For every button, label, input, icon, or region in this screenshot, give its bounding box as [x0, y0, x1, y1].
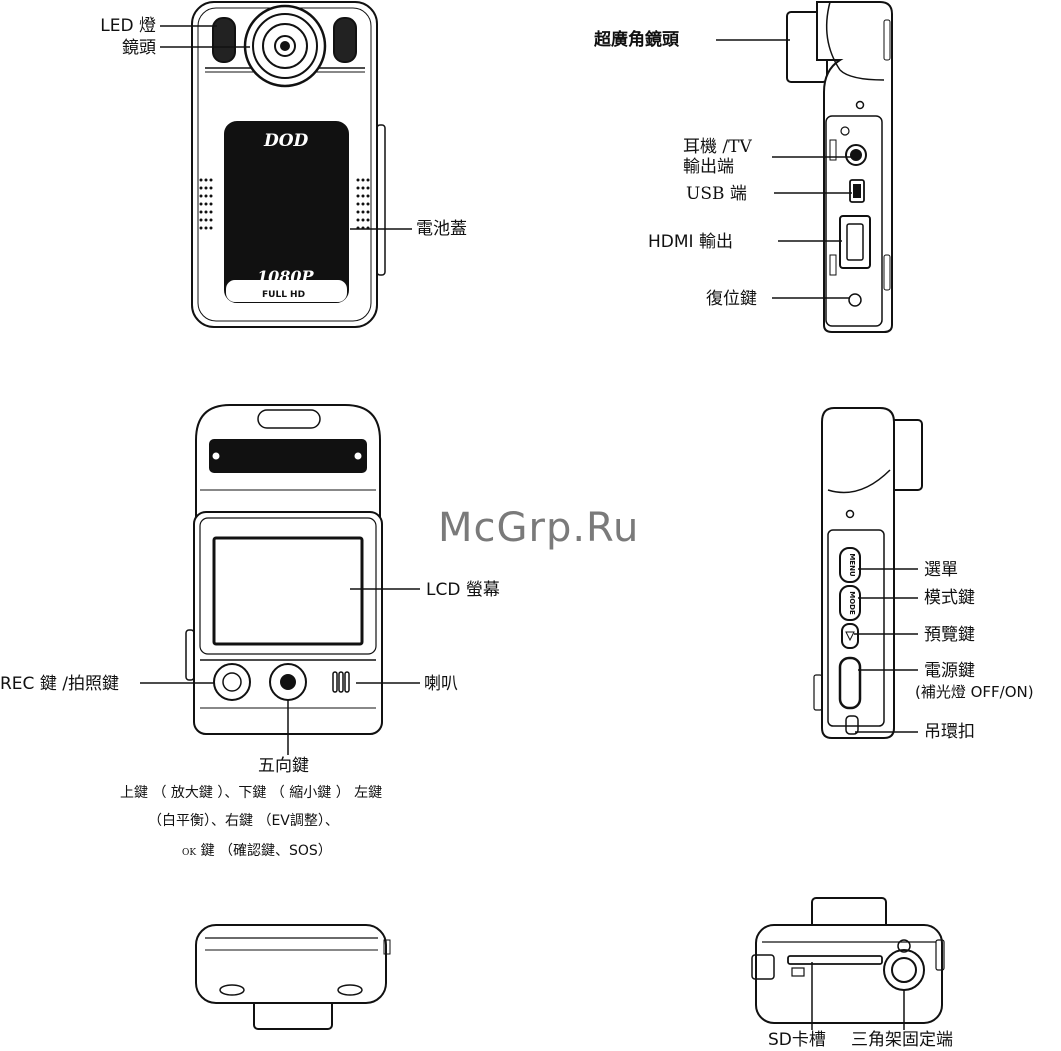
led-label: LED 燈: [100, 16, 156, 36]
wide-lens-label: 超廣角鏡頭: [594, 30, 679, 50]
ok-desc-text: 鍵 （確認鍵、SOS）: [201, 843, 332, 859]
lcd-label: LCD 螢幕: [426, 580, 500, 600]
led-right-icon: [334, 18, 356, 62]
mode-label: 模式鍵: [924, 588, 975, 608]
side-view-buttons: [814, 408, 922, 738]
lens-label: 鏡頭: [122, 38, 156, 58]
led-left-icon: [213, 18, 235, 62]
front-fullhd-text: FULL HD: [262, 290, 305, 300]
earphone-label-2: 輸出端: [683, 157, 734, 177]
power-sub-label: (補光燈 OFF/ON): [915, 682, 1034, 702]
power-label: 電源鍵: [924, 661, 975, 681]
tripod-label: 三角架固定端: [851, 1030, 953, 1050]
menu-button-text: MENU: [848, 553, 856, 577]
reset-label: 復位鍵: [706, 289, 757, 309]
mode-button-text: MODE: [848, 591, 856, 615]
watermark: McGrp.Ru: [438, 505, 639, 551]
menu-label: 選單: [924, 560, 958, 580]
front-res-text: 1080P: [257, 267, 315, 286]
five-way-label: 五向鍵: [258, 756, 309, 776]
sd-slot-label: SD卡槽: [768, 1030, 826, 1050]
bottom-view-right: [752, 898, 944, 1030]
side-view-ports: [716, 2, 892, 332]
earphone-label-1: 耳機 /TV: [683, 137, 752, 157]
five-way-desc-2: （白平衡）、右鍵 （EV調整）、: [148, 812, 339, 830]
five-way-desc-1: 上鍵 （ 放大鍵 ）、下鍵 （ 縮小鍵 ） 左鍵: [120, 784, 382, 802]
bottom-view-left: [196, 925, 390, 1029]
back-view-camera: [140, 405, 420, 755]
usb-label: USB 端: [686, 184, 747, 204]
hdmi-label: HDMI 輸出: [648, 232, 733, 252]
strap-label: 吊環扣: [924, 722, 975, 742]
ok-text: OK: [182, 848, 196, 858]
battery-cover-label: 電池蓋: [416, 219, 467, 239]
speaker-label: 喇叭: [424, 674, 458, 694]
five-way-desc-3: OK 鍵 （確認鍵、SOS）: [182, 842, 332, 862]
preview-label: 預覽鍵: [924, 625, 975, 645]
front-logo-text: DOD: [263, 131, 309, 151]
rec-label: REC 鍵 /拍照鍵: [0, 674, 119, 694]
